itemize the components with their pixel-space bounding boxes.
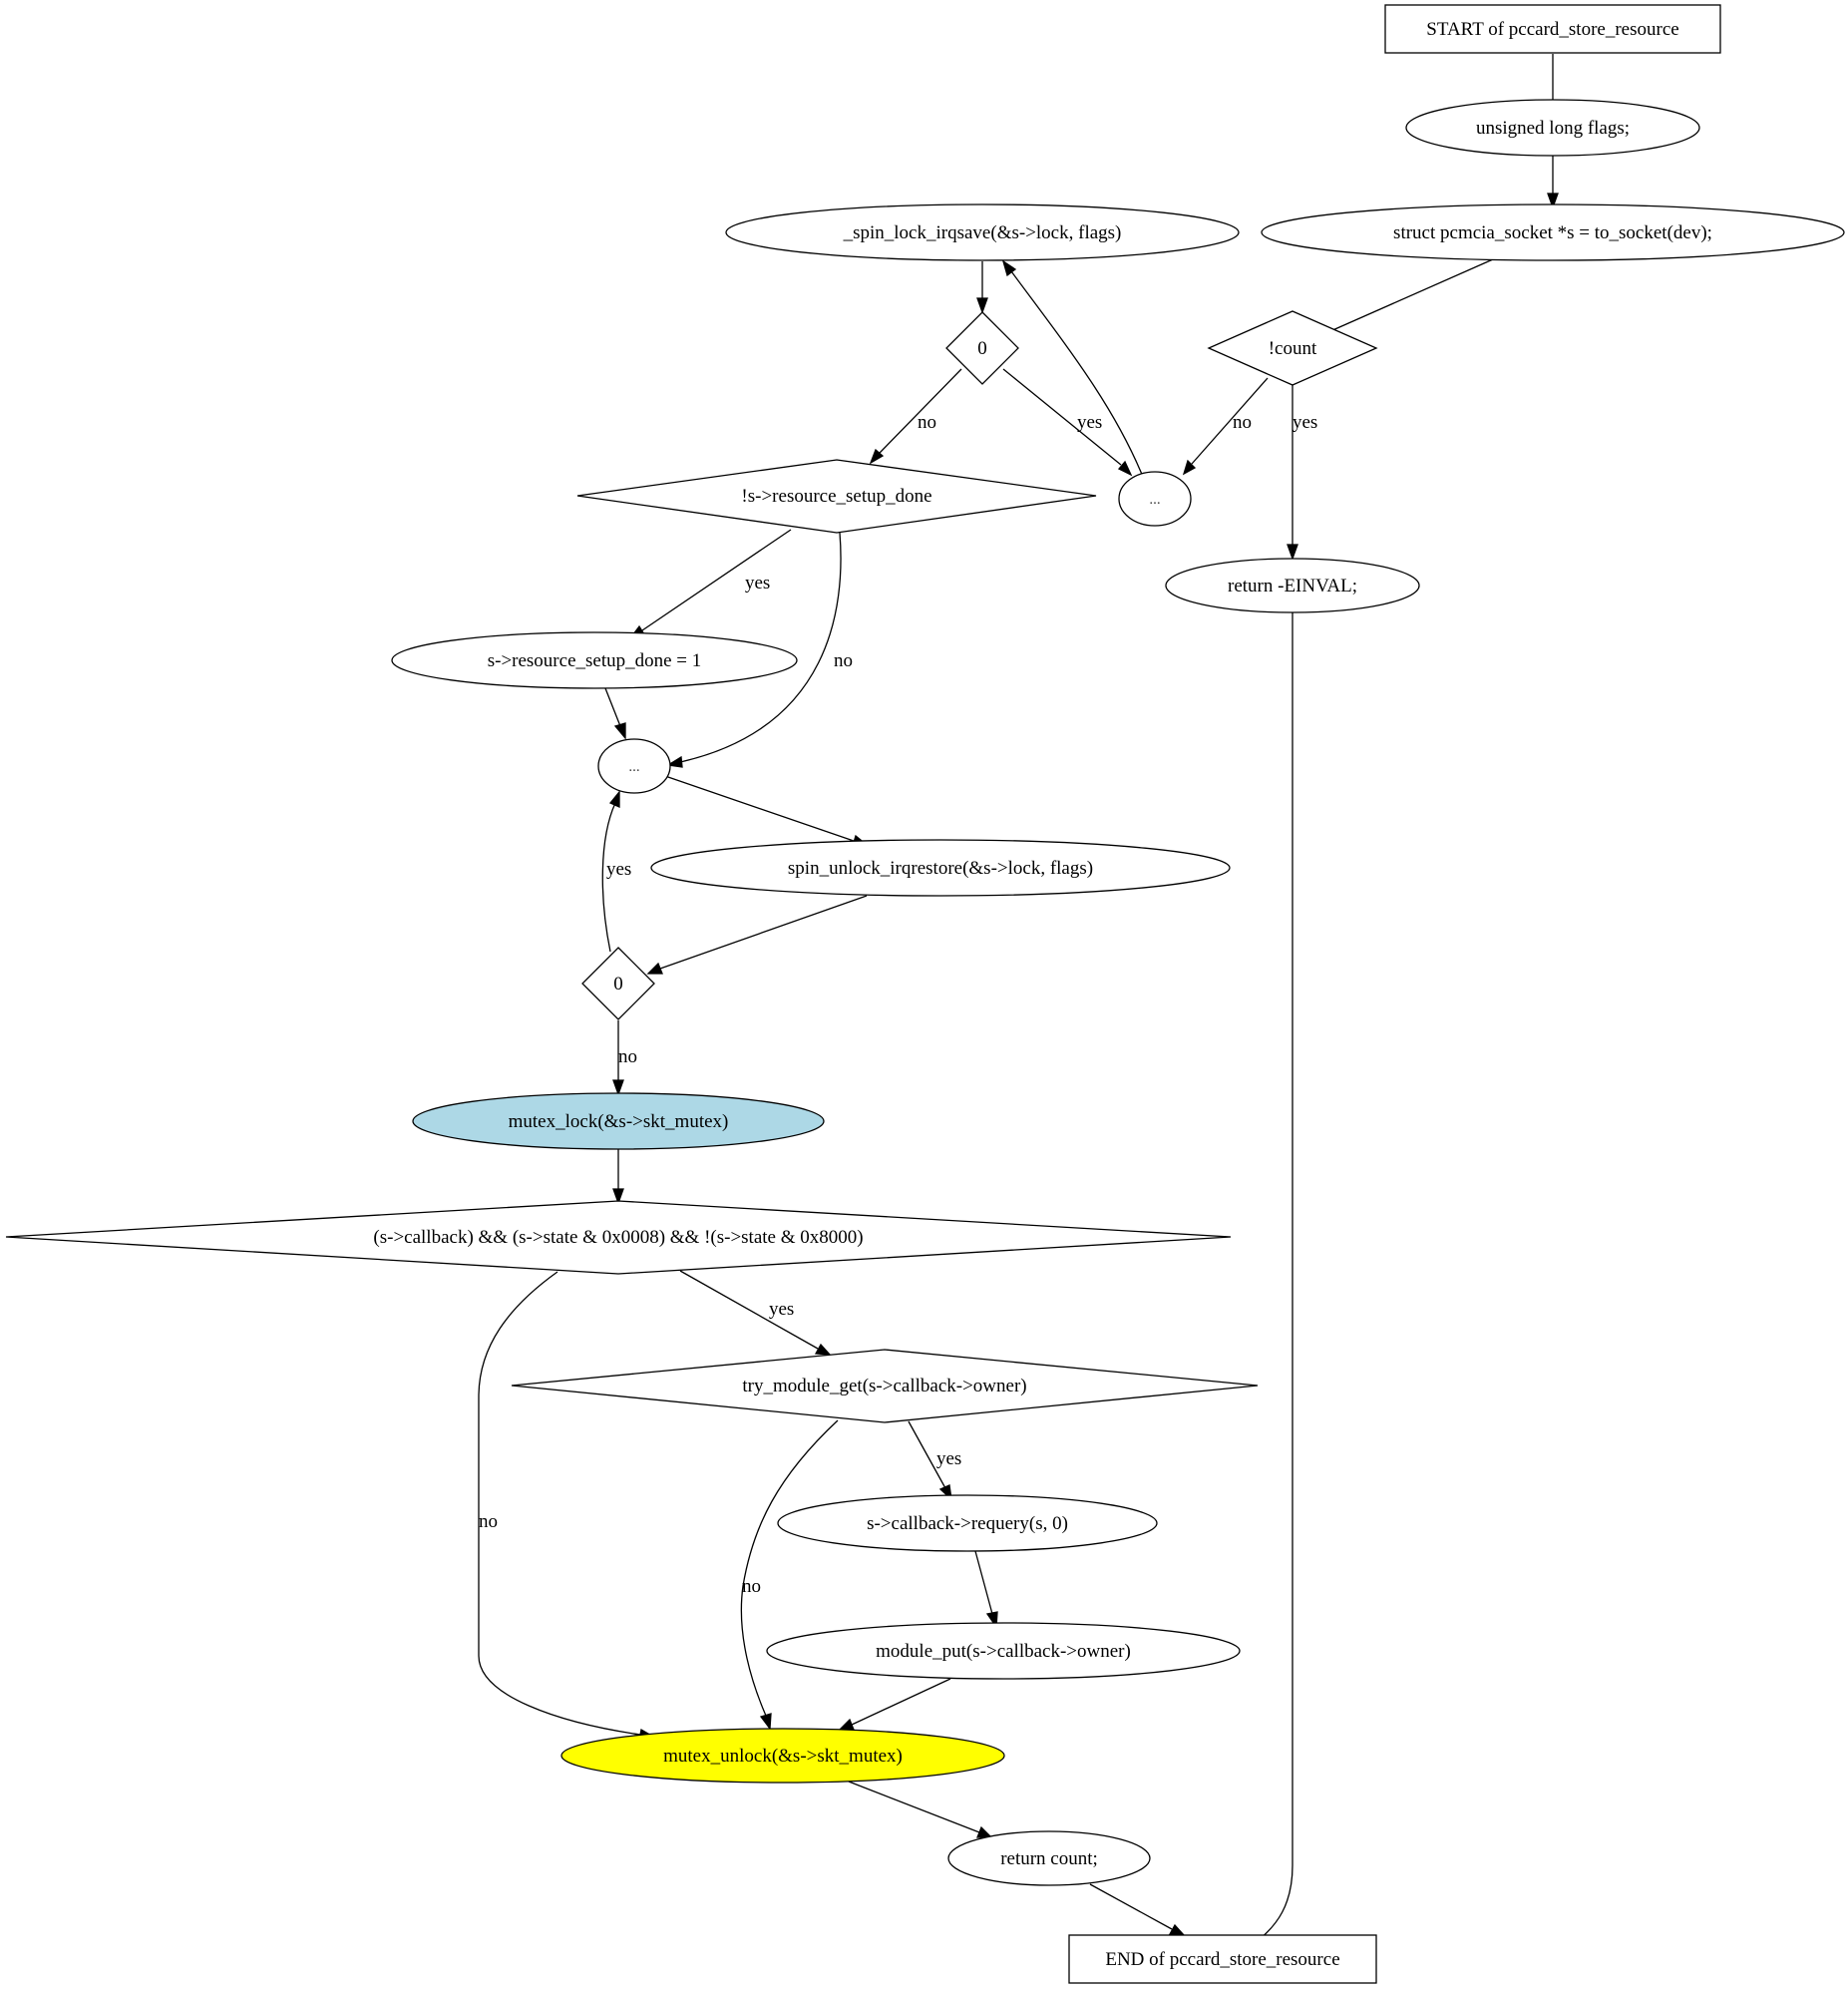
node-set-resource-done-label: s->resource_setup_done = 1 xyxy=(488,650,702,671)
node-cond-count: !count xyxy=(1207,310,1378,386)
node-ellipsis-2: ... xyxy=(597,738,671,794)
node-flags-decl-label: unsigned long flags; xyxy=(1476,118,1630,139)
edge-setdone-to-ellipsis2 xyxy=(604,687,626,740)
node-end-label: END of pccard_store_resource xyxy=(1105,1949,1339,1970)
node-socket-decl: struct pcmcia_socket *s = to_socket(dev)… xyxy=(1261,203,1845,261)
node-end: END of pccard_store_resource xyxy=(1068,1934,1377,1984)
node-return-einval: return -EINVAL; xyxy=(1165,558,1420,613)
node-ellipsis-1-label: ... xyxy=(1149,492,1160,508)
node-flags-decl: unsigned long flags; xyxy=(1405,99,1700,157)
node-mutex-lock-label: mutex_lock(&s->skt_mutex) xyxy=(509,1111,729,1132)
node-cond-count-label: !count xyxy=(1269,338,1317,359)
edge-label-callback-no: no xyxy=(479,1511,498,1532)
node-return-einval-label: return -EINVAL; xyxy=(1228,576,1357,597)
nodes: START of pccard_store_resource unsigned … xyxy=(5,4,1845,1984)
node-mutex-unlock-label: mutex_unlock(&s->skt_mutex) xyxy=(663,1746,903,1767)
edge-label-zero2-yes: yes xyxy=(606,859,631,880)
edge-label-zero1-no: no xyxy=(918,412,936,433)
node-ellipsis-2-label: ... xyxy=(628,759,639,775)
edge-moduleput-to-unlock xyxy=(838,1678,951,1731)
edge-unlock-to-return xyxy=(848,1781,993,1838)
edge-label-resource-yes: yes xyxy=(745,573,770,594)
edge-zero1-no xyxy=(869,368,962,465)
edge-unlock-to-zero2 xyxy=(646,895,868,975)
node-set-resource-done: s->resource_setup_done = 1 xyxy=(391,631,798,689)
node-return-count-label: return count; xyxy=(1000,1848,1098,1869)
node-cond-zero-2: 0 xyxy=(581,947,655,1020)
edge-einval-to-end xyxy=(1248,612,1294,1949)
edge-return-to-end xyxy=(1089,1883,1186,1936)
node-ellipsis-1: ... xyxy=(1118,471,1192,527)
edge-mutexlock-to-callback xyxy=(612,1149,624,1205)
node-requery-label: s->callback->requery(s, 0) xyxy=(867,1513,1068,1534)
node-cond-zero-1-label: 0 xyxy=(977,338,987,359)
node-cond-try-module-label: try_module_get(s->callback->owner) xyxy=(742,1376,1026,1396)
node-cond-zero-2-label: 0 xyxy=(613,974,623,995)
edge-count-yes xyxy=(1287,385,1298,561)
node-cond-try-module: try_module_get(s->callback->owner) xyxy=(511,1349,1259,1423)
node-start: START of pccard_store_resource xyxy=(1384,4,1721,54)
node-mutex-lock: mutex_lock(&s->skt_mutex) xyxy=(412,1092,825,1150)
edge-label-trymodule-yes: yes xyxy=(936,1448,961,1469)
edge-callback-yes xyxy=(679,1270,832,1356)
node-spin-lock: _spin_lock_irqsave(&s->lock, flags) xyxy=(725,203,1240,261)
edge-label-zero2-no: no xyxy=(618,1046,637,1067)
edge-zero2-yes xyxy=(601,790,620,953)
edge-zero2-no xyxy=(612,1020,624,1096)
node-spin-lock-label: _spin_lock_irqsave(&s->lock, flags) xyxy=(843,222,1122,243)
edge-requery-to-moduleput xyxy=(974,1550,998,1629)
node-return-count: return count; xyxy=(947,1830,1151,1886)
edge-label-callback-yes: yes xyxy=(769,1299,794,1320)
node-cond-resource-setup: !s->resource_setup_done xyxy=(576,459,1097,534)
edge-zero1-yes xyxy=(1002,368,1133,477)
edge-count-no xyxy=(1182,377,1269,476)
edge-spinlock-to-zero1 xyxy=(976,261,988,314)
node-spin-unlock-label: spin_unlock_irqrestore(&s->lock, flags) xyxy=(788,858,1093,879)
node-cond-callback-state: (s->callback) && (s->state & 0x0008) && … xyxy=(5,1200,1232,1275)
node-spin-unlock: spin_unlock_irqrestore(&s->lock, flags) xyxy=(650,839,1231,897)
node-cond-resource-setup-label: !s->resource_setup_done xyxy=(741,486,931,507)
edge-resource-no xyxy=(666,532,842,768)
edge-label-zero1-yes: yes xyxy=(1077,412,1102,433)
edge-label-resource-no: no xyxy=(834,650,853,671)
node-start-label: START of pccard_store_resource xyxy=(1426,19,1678,40)
edge-ellipsis1-to-spinlock xyxy=(1001,259,1144,478)
node-socket-decl-label: struct pcmcia_socket *s = to_socket(dev)… xyxy=(1393,222,1712,243)
node-cond-callback-state-label: (s->callback) && (s->state & 0x0008) && … xyxy=(373,1227,863,1248)
edge-label-trymodule-no: no xyxy=(742,1576,761,1597)
node-cond-zero-1: 0 xyxy=(945,311,1019,385)
edge-label-count-no: no xyxy=(1233,412,1252,433)
edge-socket-to-count xyxy=(1306,258,1494,342)
edge-labels: no yes no yes yes no yes no yes no yes n… xyxy=(479,412,1317,1597)
edge-trymodule-no xyxy=(740,1419,839,1731)
edge-callback-no xyxy=(478,1271,655,1741)
edge-ellipsis2-to-unlock xyxy=(664,775,869,847)
node-requery: s->callback->requery(s, 0) xyxy=(777,1494,1158,1552)
node-mutex-unlock: mutex_unlock(&s->skt_mutex) xyxy=(560,1728,1005,1784)
edge-flags-to-socket xyxy=(1547,156,1559,209)
edge-label-count-yes: yes xyxy=(1293,412,1317,433)
node-module-put: module_put(s->callback->owner) xyxy=(766,1622,1241,1680)
node-module-put-label: module_put(s->callback->owner) xyxy=(876,1641,1131,1662)
